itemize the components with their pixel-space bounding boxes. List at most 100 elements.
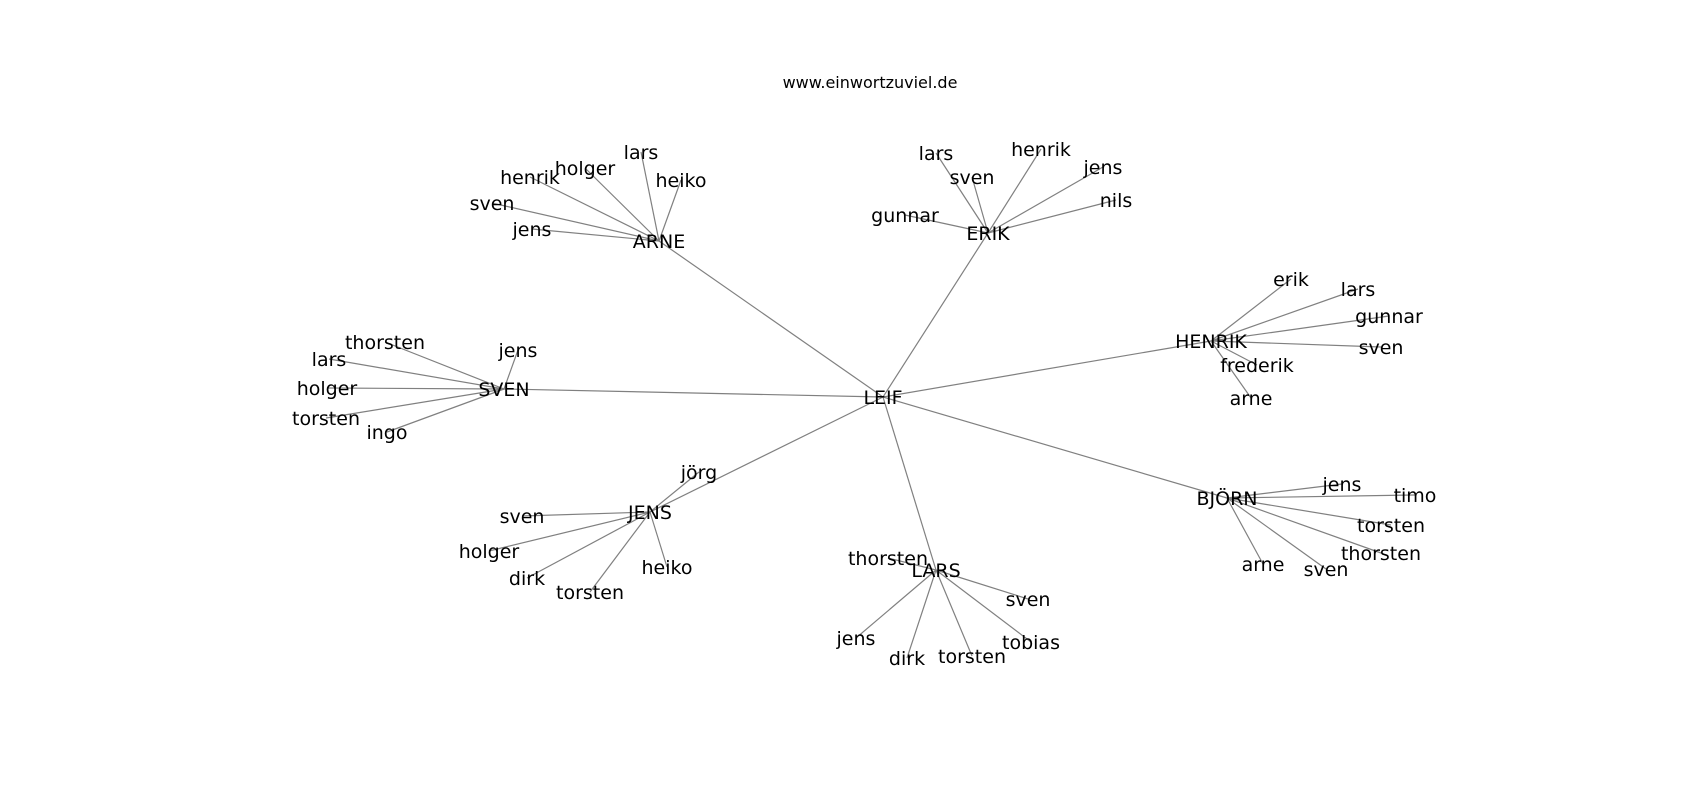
leaf-node-label: jörg — [680, 462, 717, 484]
edge-arne-henrik — [529, 176, 660, 242]
leaf-node-label: dirk — [509, 568, 545, 590]
edge-center-arne — [658, 240, 884, 398]
edge-lars-thorsten — [887, 557, 937, 571]
leaf-node-label: torsten — [292, 408, 360, 430]
edge-jens-sven — [521, 511, 651, 517]
edge-jens-holger — [488, 511, 651, 552]
edge-jens-dirk — [526, 511, 651, 579]
leaf-node-label: jens — [1083, 157, 1123, 179]
hub-node-label: ARNE — [633, 231, 685, 253]
edge-center-björn — [882, 396, 1228, 499]
edge-center-jens — [649, 396, 884, 513]
leaf-node-label: ingo — [366, 422, 407, 444]
leaf-node-label: timo — [1394, 485, 1437, 507]
edge-sven-holger — [326, 387, 505, 390]
leaf-node-label: torsten — [938, 646, 1006, 668]
leaf-node-label: jens — [498, 340, 538, 362]
edge-erik-lars — [935, 152, 989, 234]
edge-arne-sven — [491, 202, 660, 242]
edge-jens-heiko — [649, 511, 668, 568]
edge-lars-jens — [855, 569, 937, 639]
leaf-node-label: sven — [1359, 337, 1404, 359]
hub-node-label: LARS — [911, 560, 960, 582]
leaf-node-label: erik — [1273, 269, 1309, 291]
edge-erik-jens — [987, 166, 1104, 234]
leaf-node-label: dirk — [889, 648, 925, 670]
edge-sven-torsten — [325, 388, 505, 419]
hub-node-label: JENS — [627, 502, 672, 524]
leaf-node-label: tobias — [1002, 632, 1060, 654]
edge-sven-jens — [503, 349, 519, 390]
edge-erik-sven — [971, 176, 989, 234]
edge-björn-sven — [1226, 497, 1327, 570]
edge-lars-torsten — [935, 569, 973, 657]
leaf-node-label: torsten — [1357, 515, 1425, 537]
leaf-node-label: gunnar — [1355, 306, 1423, 328]
edge-arne-holger — [584, 167, 660, 242]
leaf-node-label: sven — [1006, 589, 1051, 611]
edge-jens-torsten — [589, 511, 651, 593]
edge-center-sven — [503, 388, 884, 398]
page-title: www.einwortzuviel.de — [783, 73, 958, 92]
leaf-node-label: henrik — [1011, 139, 1071, 161]
edge-björn-jens — [1226, 483, 1343, 499]
edge-björn-arne — [1226, 497, 1264, 565]
edge-center-henrik — [882, 340, 1212, 398]
edge-björn-thorsten — [1226, 497, 1382, 554]
leaf-node-label: lars — [312, 349, 347, 371]
leaf-node-label: torsten — [556, 582, 624, 604]
leaf-node-label: holger — [459, 541, 520, 563]
leaf-node-label: sven — [500, 506, 545, 528]
leaf-node-label: sven — [470, 193, 515, 215]
leaf-node-label: jens — [512, 219, 552, 241]
edge-center-lars — [882, 396, 937, 571]
leaf-node-label: henrik — [500, 167, 560, 189]
edge-center-erik — [882, 232, 989, 398]
leaf-node-label: lars — [624, 142, 659, 164]
leaf-node-label: holger — [555, 158, 616, 180]
edge-lars-dirk — [906, 569, 937, 659]
leaf-node-label: heiko — [656, 170, 707, 192]
leaf-node-label: jens — [836, 628, 876, 650]
leaf-node-label: lars — [1341, 279, 1376, 301]
edge-sven-ingo — [386, 388, 505, 433]
leaf-node-label: sven — [950, 167, 995, 189]
leaf-node-label: gunnar — [871, 205, 939, 227]
leaf-node-label: jens — [1322, 474, 1362, 496]
leaf-node-label: heiko — [642, 557, 693, 579]
edge-layer — [325, 148, 1416, 659]
edge-henrik-erik — [1210, 278, 1292, 342]
edge-henrik-gunnar — [1210, 315, 1390, 342]
leaf-node-label: frederik — [1220, 355, 1294, 377]
leaf-node-label: thorsten — [1341, 543, 1421, 565]
leaf-node-label: thorsten — [848, 548, 928, 570]
leaf-node-label: arne — [1230, 388, 1273, 410]
center-node-label: LEIF — [863, 387, 902, 409]
edge-henrik-lars — [1210, 288, 1359, 342]
hub-node-label: SVEN — [478, 379, 529, 401]
hub-node-label: HENRIK — [1175, 331, 1247, 353]
leaf-node-label: nils — [1100, 190, 1133, 212]
edge-arne-jens — [531, 228, 660, 242]
edge-erik-gunnar — [904, 214, 989, 234]
edge-björn-timo — [1226, 494, 1416, 499]
edge-arne-lars — [640, 151, 660, 242]
leaf-node-label: lars — [919, 143, 954, 165]
edge-lars-sven — [935, 569, 1029, 600]
edge-lars-tobias — [935, 569, 1032, 643]
edge-sven-lars — [328, 358, 505, 390]
hub-node-label: ERIK — [966, 223, 1010, 245]
leaf-node-label: holger — [297, 378, 358, 400]
hub-node-label: BJÖRN — [1196, 487, 1257, 510]
leaf-node-label: arne — [1242, 554, 1285, 576]
label-layer: LEIFERIKlarssvenhenrikjensgunnarnilsARNE… — [292, 139, 1436, 670]
edge-sven-thorsten — [384, 341, 505, 390]
edge-henrik-arne — [1210, 340, 1252, 399]
edge-erik-henrik — [987, 148, 1042, 234]
leaf-node-label: sven — [1304, 559, 1349, 581]
edge-jens-jörg — [649, 471, 700, 513]
leaf-node-label: thorsten — [345, 332, 425, 354]
edge-henrik-sven — [1210, 340, 1382, 348]
edge-henrik-frederik — [1210, 340, 1258, 366]
